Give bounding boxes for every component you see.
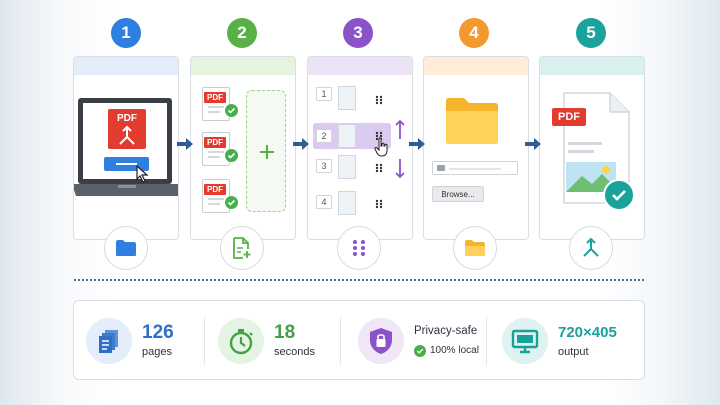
folder-icon: [465, 240, 485, 256]
list-item-selected[interactable]: 2: [313, 123, 391, 149]
stat-pages: 126 pages: [86, 313, 174, 369]
check-icon: [225, 196, 238, 209]
step-icon-add-files: [220, 226, 264, 270]
merge-arrow-icon: [583, 237, 599, 257]
grip-dots-icon: [353, 240, 365, 256]
hand-cursor-icon: [374, 137, 388, 157]
merged-pdf-document: PDF: [552, 92, 630, 204]
step-icon-folder: [453, 226, 497, 270]
browse-button[interactable]: Browse...: [432, 186, 484, 202]
folder-path-input[interactable]: [432, 161, 518, 175]
pdf-file-2: PDF: [202, 132, 238, 166]
check-icon: [225, 104, 238, 117]
row-number: 3: [316, 159, 332, 173]
step-icon-upload: [104, 226, 148, 270]
plus-icon: [260, 145, 274, 159]
step-number-2: 2: [227, 18, 257, 48]
divider: [486, 317, 487, 365]
drag-handle-icon[interactable]: [375, 199, 383, 209]
pdf-label: PDF: [204, 137, 226, 148]
list-item[interactable]: 3: [308, 155, 412, 183]
stat-output: 720×405 output: [502, 313, 617, 369]
arrow-right-icon: [409, 138, 425, 150]
row-number: 1: [316, 87, 332, 101]
drag-handle-icon[interactable]: [375, 95, 383, 105]
check-icon: [225, 149, 238, 162]
row-number: 2: [316, 129, 332, 143]
stopwatch-icon: [229, 329, 253, 355]
arrow-right-icon: [293, 138, 309, 150]
stat-seconds: 18 seconds: [218, 313, 315, 369]
step-card-add-files: PDF PDF PDF: [190, 56, 296, 240]
file-add-icon: [233, 237, 251, 259]
step-card-reorder: 1 2 3 4: [307, 56, 413, 240]
arrow-right-icon: [525, 138, 541, 150]
privacy-label: 100% local: [430, 345, 479, 356]
step-card-upload: PDF: [73, 56, 179, 240]
pdf-file-1: PDF: [202, 87, 238, 121]
monitor-icon: [511, 329, 539, 354]
divider: [340, 317, 341, 365]
pages-icon: [99, 330, 118, 353]
step-number-4: 4: [459, 18, 489, 48]
success-check-icon: [603, 179, 635, 211]
pdf-label: PDF: [204, 184, 226, 195]
output-label: output: [558, 346, 589, 358]
stats-panel: 126 pages 18 seconds Privacy-safe 100% l…: [73, 300, 645, 380]
shield-lock-icon: [370, 328, 392, 354]
stat-privacy: Privacy-safe 100% local: [358, 313, 479, 369]
output-value: 720×405: [558, 324, 617, 341]
step-number-5: 5: [576, 18, 606, 48]
merge-arrow-icon: [119, 125, 135, 145]
divider: [74, 279, 644, 281]
step-icon-reorder: [337, 226, 381, 270]
step-card-output: PDF: [539, 56, 645, 240]
step-number-3: 3: [343, 18, 373, 48]
list-item[interactable]: 4: [308, 191, 412, 219]
privacy-title: Privacy-safe: [414, 325, 478, 337]
seconds-label: seconds: [274, 346, 315, 358]
check-icon: [414, 345, 426, 357]
pdf-label: PDF: [117, 113, 137, 124]
pdf-file-3: PDF: [202, 179, 238, 213]
step-number-1: 1: [111, 18, 141, 48]
list-item[interactable]: 1: [308, 86, 412, 111]
arrow-right-icon: [177, 138, 193, 150]
pages-label: pages: [142, 346, 172, 358]
reorder-arrows-icon: [395, 119, 405, 179]
pdf-label: PDF: [552, 108, 586, 126]
pages-value: 126: [142, 322, 174, 343]
step-icon-merge: [569, 226, 613, 270]
drag-handle-icon[interactable]: [375, 163, 383, 173]
row-number: 4: [316, 195, 332, 209]
folder-icon: [116, 240, 136, 256]
seconds-value: 18: [274, 322, 296, 343]
folder-icon: [446, 98, 498, 144]
cursor-pointer-icon: [136, 165, 149, 183]
pdf-file-icon: PDF: [108, 109, 146, 149]
step-card-choose-folder: Browse...: [423, 56, 529, 240]
divider: [204, 317, 205, 365]
pdf-label: PDF: [204, 92, 226, 103]
drop-zone[interactable]: [246, 90, 286, 212]
